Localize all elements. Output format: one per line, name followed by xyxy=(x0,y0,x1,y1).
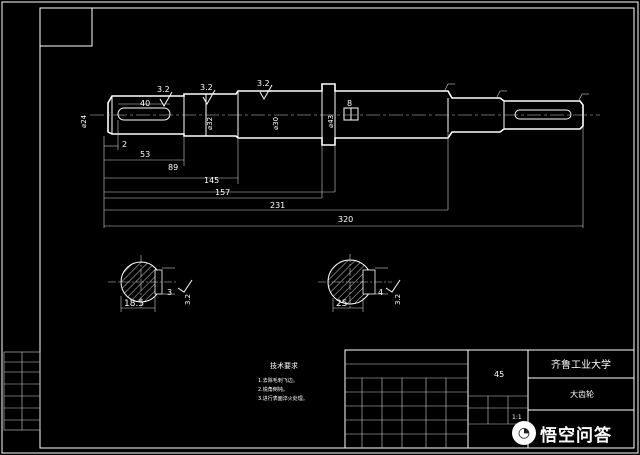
extension-lines xyxy=(103,103,584,228)
section-right-dim: 25 xyxy=(336,299,347,309)
part-name: 大齿轮 xyxy=(570,389,594,399)
section-left-depth: 3 xyxy=(167,288,172,297)
tech-req-item-2: 2.锐角倒钝。 xyxy=(258,387,288,393)
tech-req-item-1: 1.去除毛刺飞边。 xyxy=(258,378,298,384)
section-view-left xyxy=(108,255,193,312)
tech-req-title: 技术要求 xyxy=(270,362,298,370)
chamfer-leaders xyxy=(443,83,589,103)
dim-145: 145 xyxy=(204,176,219,185)
roughness-3: 3.2 xyxy=(257,79,270,88)
roughness-marks xyxy=(159,84,273,108)
section-right-rough: 3.2 xyxy=(394,294,402,305)
tech-requirements: 技术要求 1.去除毛刺飞边。 2.锐角倒钝。 3.进行表面淬火处理。 xyxy=(258,362,308,404)
diameter-3: ⌀30 xyxy=(272,117,280,130)
dim-157: 157 xyxy=(215,188,230,197)
dimension-lines xyxy=(104,145,583,227)
dim-320: 320 xyxy=(338,215,353,224)
dim-2: 2 xyxy=(122,140,127,149)
roughness-1: 3.2 xyxy=(157,85,170,94)
dim-231: 231 xyxy=(270,201,285,210)
section-left-rough: 3.2 xyxy=(184,294,192,305)
watermark-text: 悟空问答 xyxy=(540,425,612,446)
diameter-2: ⌀32 xyxy=(206,117,214,130)
roughness-2: 3.2 xyxy=(200,83,213,92)
scale: 1:1 xyxy=(512,414,522,421)
diameter-4: ⌀43 xyxy=(327,115,335,128)
inner-border xyxy=(39,7,635,449)
dim-89: 89 xyxy=(168,163,178,172)
section-left-dim: 18.5 xyxy=(124,299,144,309)
wukong-logo-icon: ◔ xyxy=(512,421,536,445)
material: 45 xyxy=(494,370,504,379)
side-revision-block xyxy=(3,351,41,431)
corner-block xyxy=(39,7,93,47)
section-view-right xyxy=(318,254,401,312)
dim-53: 53 xyxy=(140,150,150,159)
school-name: 齐鲁工业大学 xyxy=(551,358,611,371)
tech-req-item-3: 3.进行表面淬火处理。 xyxy=(258,396,308,402)
watermark: ◔ 悟空问答 xyxy=(512,418,636,448)
dim-40: 40 xyxy=(140,99,150,108)
dim-8: 8 xyxy=(347,99,352,108)
diameter-1: ⌀24 xyxy=(80,114,88,128)
section-right-depth: 4 xyxy=(378,288,383,297)
